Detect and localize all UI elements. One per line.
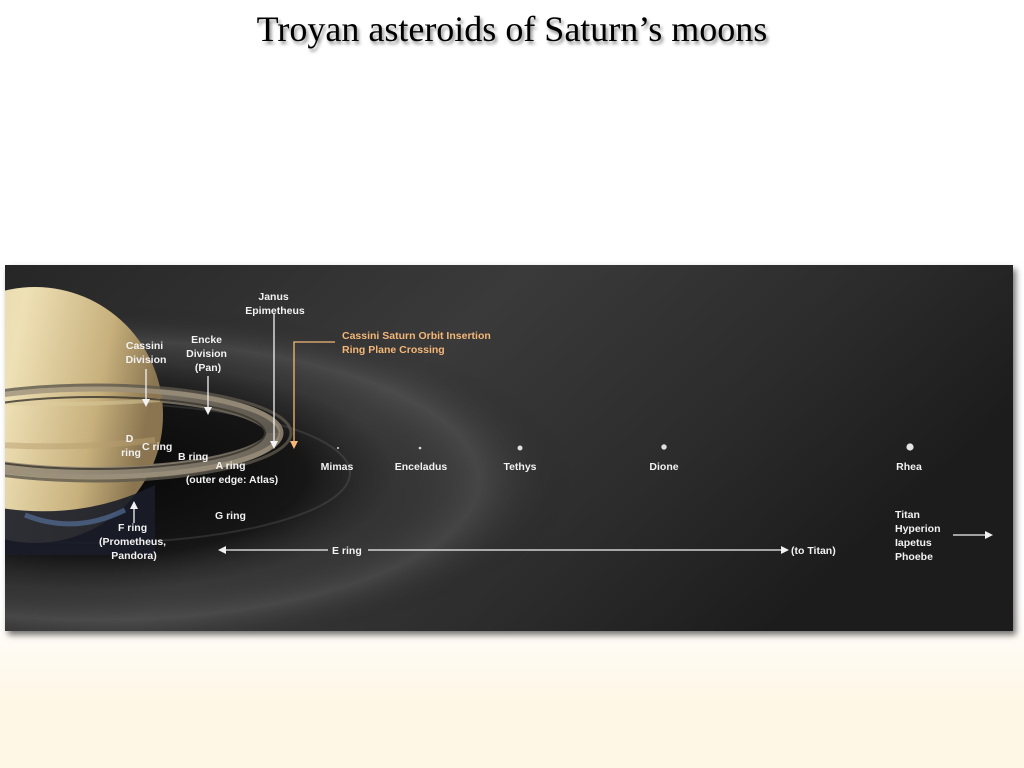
rhea-label: Rhea	[896, 461, 922, 473]
to-titan-label: (to Titan)	[791, 545, 836, 557]
mimas-label: Mimas	[321, 461, 354, 473]
mimas-dot	[337, 447, 339, 449]
cassini-insertion-arrow	[290, 341, 335, 449]
encke-division-label: Encke Division (Pan)	[186, 334, 230, 374]
slide-title: Troyan asteroids of Saturn’s moons	[256, 9, 768, 49]
saturn-system-diagram: Janus Epimetheus Cassini Division Encke …	[5, 265, 1013, 631]
c-ring-label: C ring	[142, 441, 172, 453]
moon-rhea: Rhea	[896, 443, 922, 473]
rhea-dot	[906, 443, 914, 451]
enceladus-dot	[418, 446, 422, 450]
g-ring-label: G ring	[215, 510, 246, 522]
cassini-division-label: Cassini Division	[126, 340, 167, 366]
cassini-insertion-label: Cassini Saturn Orbit Insertion Ring Plan…	[342, 330, 494, 356]
tethys-dot	[517, 445, 523, 451]
moon-enceladus: Enceladus	[395, 446, 448, 473]
dione-dot	[661, 444, 667, 450]
enceladus-label: Enceladus	[395, 461, 448, 473]
d-ring-label: D ring	[121, 433, 141, 459]
janus-label: Janus Epimetheus	[245, 291, 305, 317]
e-ring-label: E ring	[332, 545, 362, 557]
outer-moons-label: Titan Hyperion Iapetus Phoebe	[895, 509, 943, 563]
b-ring-label: B ring	[178, 451, 208, 463]
saturn-system-figure: Janus Epimetheus Cassini Division Encke …	[5, 265, 1013, 631]
moon-mimas: Mimas	[321, 447, 354, 473]
dione-label: Dione	[649, 461, 678, 473]
tethys-label: Tethys	[503, 461, 536, 473]
moon-tethys: Tethys	[503, 445, 537, 473]
f-ring-label: F ring (Prometheus, Pandora)	[99, 522, 169, 562]
saturn-planet	[5, 287, 293, 555]
moon-dione: Dione	[649, 444, 679, 473]
a-ring-label: A ring (outer edge: Atlas)	[186, 460, 278, 486]
